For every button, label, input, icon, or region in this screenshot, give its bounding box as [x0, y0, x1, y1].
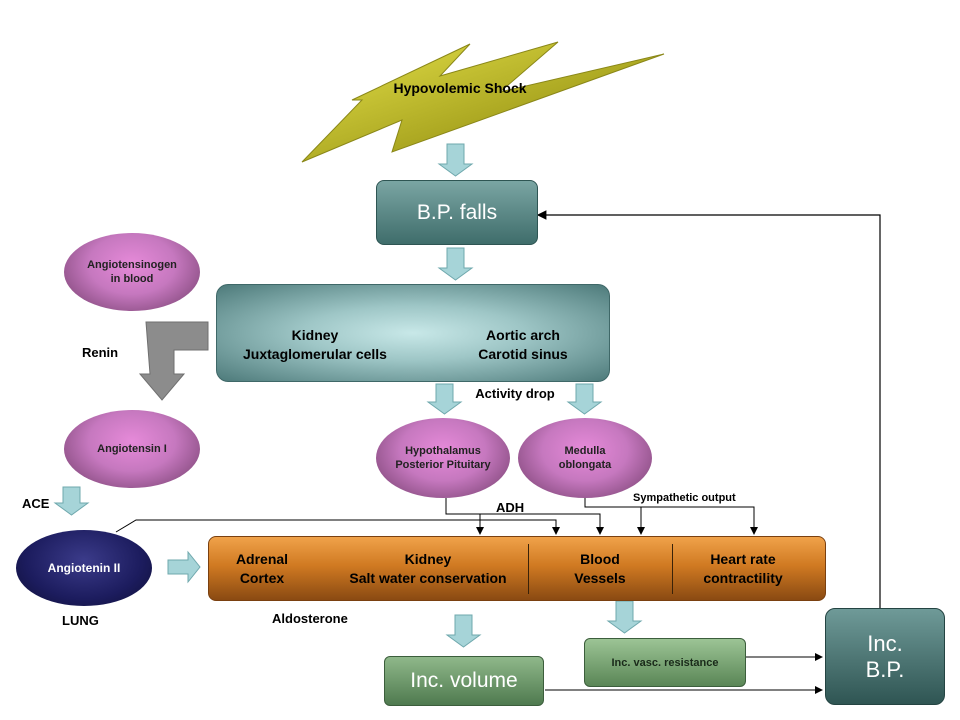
hypothalamus-oval: Hypothalamus Posterior Pituitary	[376, 418, 510, 498]
inc-bp-line2: B.P.	[865, 656, 905, 682]
medulla-line2: oblongata	[558, 459, 612, 471]
inc-vasc-resistance-label: Inc. vasc. resistance	[611, 656, 719, 669]
down-arrow-vessels	[606, 600, 643, 634]
inc-bp-line1: Inc.	[867, 630, 903, 656]
sympathetic-output-label: Sympathetic output	[633, 492, 736, 504]
vessels-line2: Vessels	[574, 570, 626, 586]
sensor-kidney-line1: Kidney	[291, 327, 339, 343]
sympathetic-line	[584, 498, 758, 535]
angiotensinogen-line1: Angiotensinogen	[87, 259, 177, 271]
activity-drop-label: Activity drop	[475, 386, 555, 401]
bp-falls-label: B.P. falls	[416, 200, 498, 224]
hypothalamus-line2: Posterior Pituitary	[395, 459, 491, 471]
down-arrow-kidney-volume	[445, 614, 482, 648]
down-arrow-kidney	[426, 383, 463, 415]
angiotensin2-label: Angiotenin II	[47, 561, 121, 575]
sensor-aortic-line2: Carotid sinus	[478, 346, 568, 362]
ace-label: ACE	[22, 496, 50, 511]
down-arrow-shock	[437, 143, 474, 177]
down-arrow-bp	[437, 247, 474, 281]
angiotensin1-label: Angiotensin I	[97, 443, 167, 455]
bp-falls-box: B.P. falls	[376, 180, 538, 245]
down-arrow-ace	[53, 486, 90, 516]
down-arrow-aortic	[566, 383, 603, 415]
inc-volume-box: Inc. volume	[384, 656, 544, 706]
kidney-effector-line2: Salt water conservation	[349, 570, 507, 586]
shock-label: Hypovolemic Shock	[393, 80, 527, 96]
sensor-aortic-line1: Aortic arch	[486, 327, 560, 343]
medulla-line1: Medulla	[564, 445, 606, 457]
inc-vasc-resistance-box: Inc. vasc. resistance	[584, 638, 746, 687]
adh-line-kidney	[445, 498, 484, 535]
right-arrow-angiotensin	[167, 550, 201, 584]
effector-divider-1	[528, 544, 529, 594]
renin-bent-arrow	[138, 321, 209, 401]
angiotensin-line	[115, 519, 560, 535]
kidney-effector-line1: Kidney	[404, 551, 452, 567]
effector-bar	[208, 536, 826, 601]
adrenal-line2: Cortex	[239, 570, 285, 586]
adh-label: ADH	[496, 500, 525, 515]
effector-divider-2	[672, 544, 673, 594]
lung-label: LUNG	[62, 613, 99, 628]
hypothalamus-line1: Hypothalamus	[405, 445, 481, 457]
adh-line-vessels	[480, 513, 604, 535]
heart-line2: contractility	[703, 570, 783, 586]
adrenal-line1: Adrenal	[235, 551, 289, 567]
angiotensin1-oval: Angiotensin I	[64, 410, 200, 488]
medulla-oval: Medulla oblongata	[518, 418, 652, 498]
angiotensin2-oval: Angiotenin II	[16, 530, 152, 606]
inc-bp-box: Inc. B.P.	[825, 608, 945, 705]
aldosterone-label: Aldosterone	[272, 611, 348, 626]
lightning-bolt-shape	[301, 41, 665, 163]
renin-label: Renin	[82, 345, 119, 360]
feedback-line	[536, 210, 881, 608]
inc-volume-label: Inc. volume	[410, 669, 518, 692]
sensors-box	[216, 284, 610, 382]
vessels-line1: Blood	[580, 551, 620, 567]
angiotensinogen-oval: Angiotensinogen in blood	[64, 233, 200, 311]
sensor-kidney-line2: Juxtaglomerular cells	[243, 346, 387, 362]
heart-line1: Heart rate	[710, 551, 776, 567]
angiotensinogen-line2: in blood	[110, 273, 154, 285]
